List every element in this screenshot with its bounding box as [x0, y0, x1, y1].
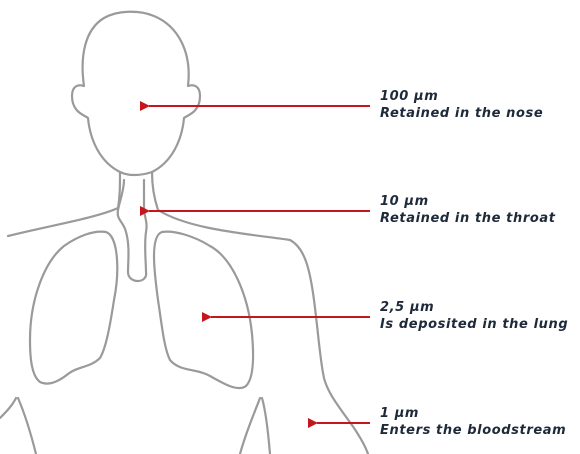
shoulder-right [158, 210, 368, 454]
annotation-bloodstream: 1 µm Enters the bloodstream [380, 405, 566, 439]
particle-size-10: 10 µm [380, 193, 556, 210]
arm-left-lower [0, 398, 16, 418]
effect-lung: Is deposited in the lung [380, 316, 568, 333]
particle-size-1: 1 µm [380, 405, 566, 422]
torso-right [262, 398, 270, 454]
torso-left [18, 398, 36, 454]
annotation-lung: 2,5 µm Is deposited in the lung [380, 299, 568, 333]
annotation-throat: 10 µm Retained in the throat [380, 193, 556, 227]
effect-nose: Retained in the nose [380, 105, 543, 122]
annotation-nose: 100 µm Retained in the nose [380, 88, 543, 122]
particle-size-2-5: 2,5 µm [380, 299, 568, 316]
neck-right [152, 172, 158, 210]
trachea [118, 180, 147, 281]
effect-bloodstream: Enters the bloodstream [380, 422, 566, 439]
effect-throat: Retained in the throat [380, 210, 556, 227]
lung-right [154, 232, 253, 388]
lung-left [30, 232, 117, 384]
torso-right-inner [240, 398, 260, 454]
head-outline [72, 12, 200, 175]
particle-size-100: 100 µm [380, 88, 543, 105]
